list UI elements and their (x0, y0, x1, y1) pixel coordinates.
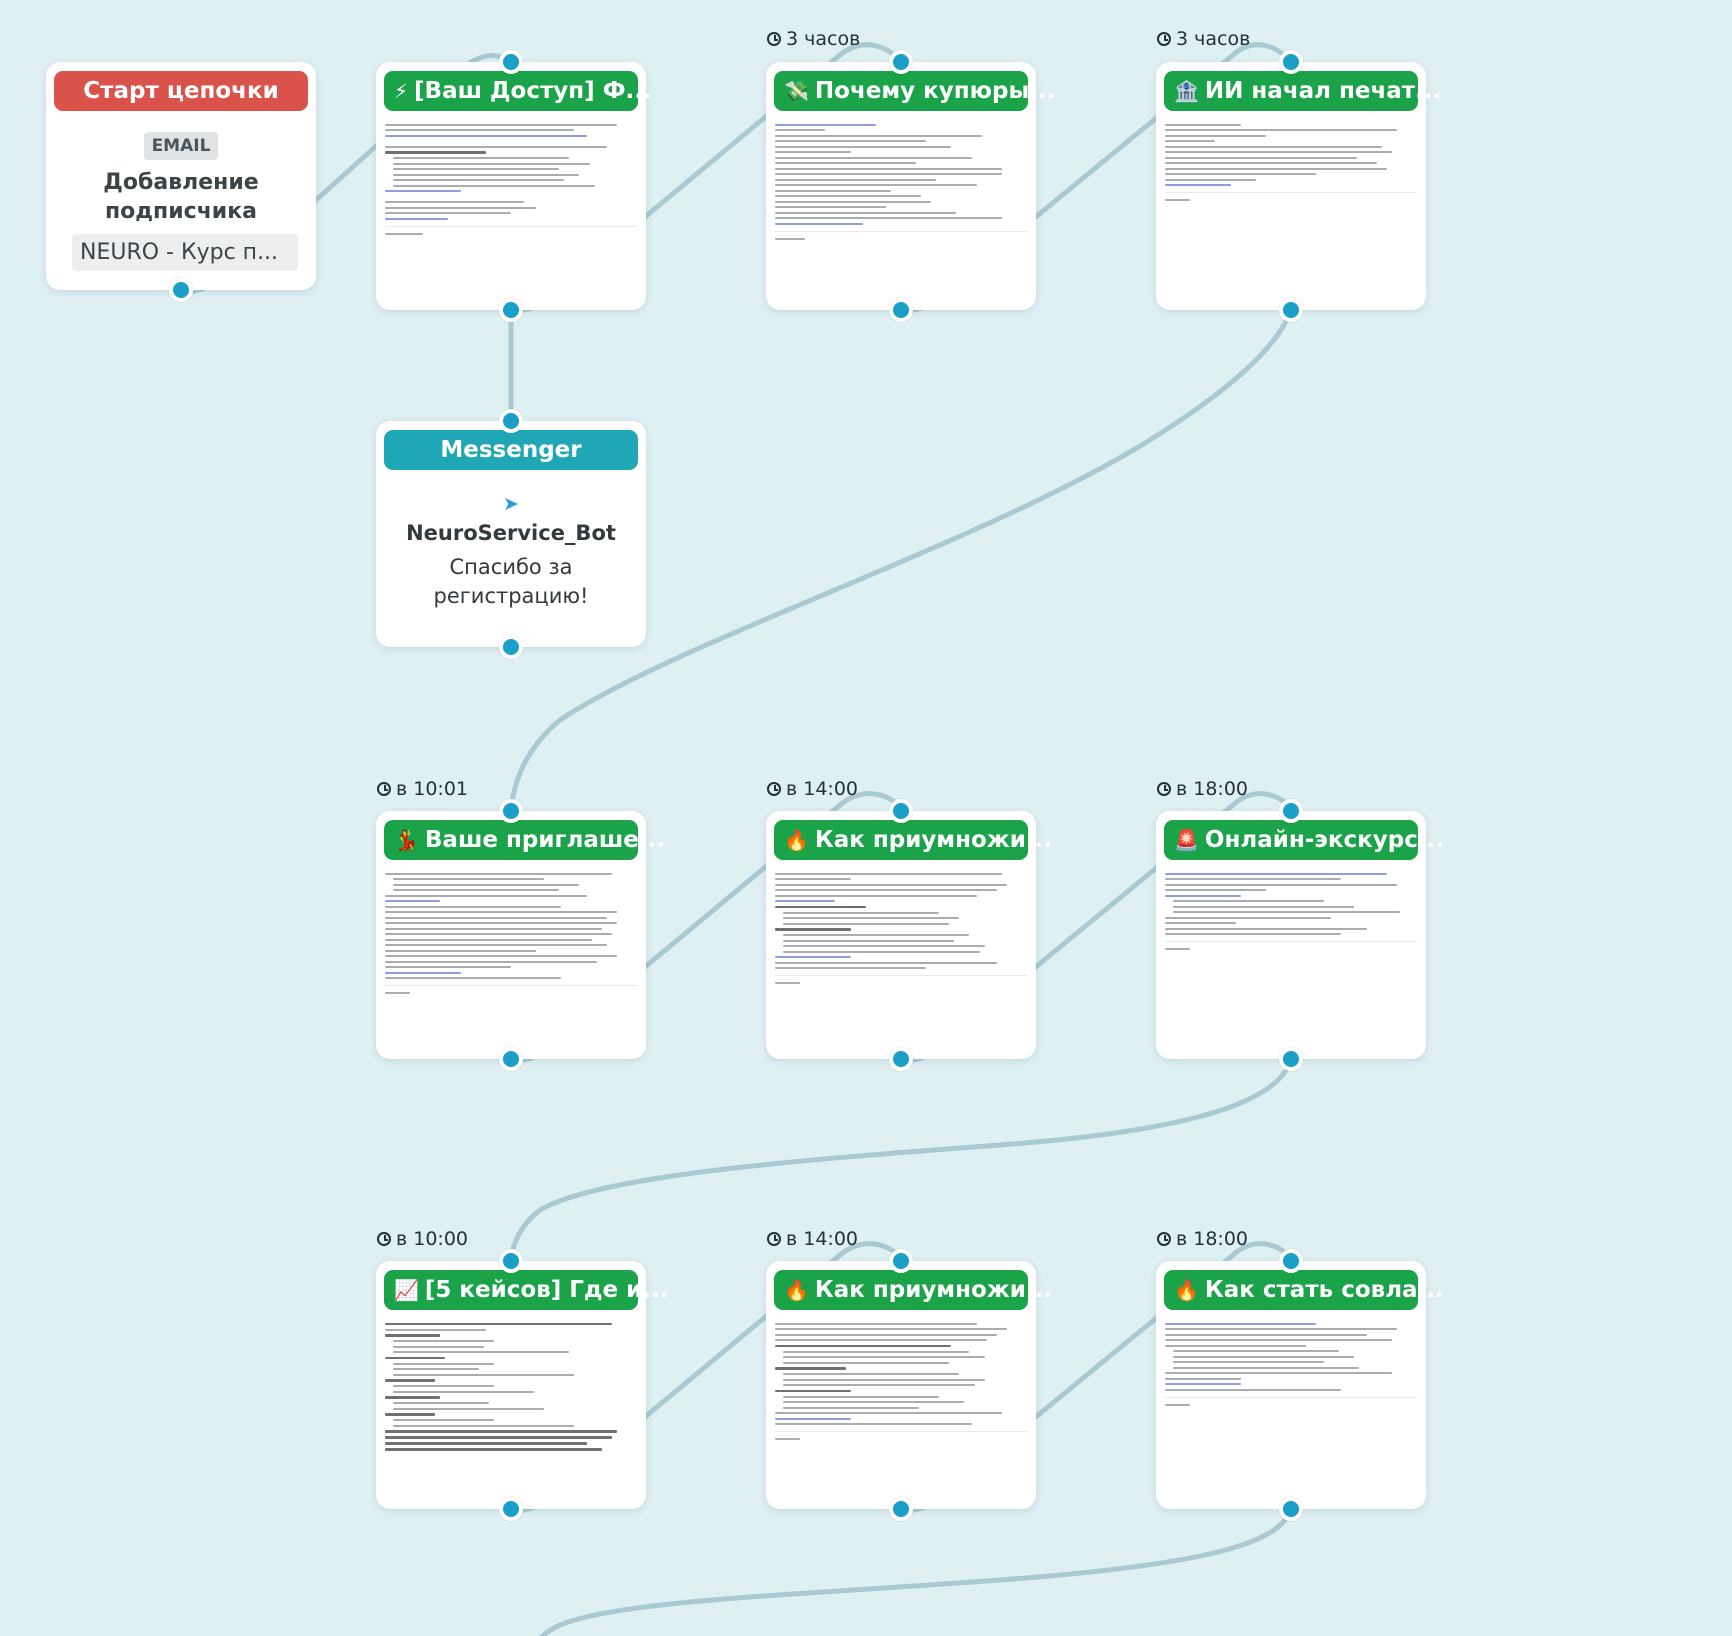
email-node-e7[interactable]: 📈 [5 кейсов] Где и... (376, 1249, 668, 1521)
email-node-header: 🔥 Как приумножи... (774, 820, 1052, 860)
start-node-header-label: Старт цепочки (83, 78, 279, 104)
input-port[interactable] (889, 50, 913, 74)
delay-label: в 18:00 (1157, 778, 1248, 800)
delay-label: в 10:00 (377, 1228, 468, 1250)
email-node-title: [5 кейсов] Где и... (424, 1277, 669, 1303)
email-preview (385, 869, 637, 1045)
email-node-header: 📈 [5 кейсов] Где и... (384, 1270, 668, 1310)
subscriber-list-chip[interactable]: NEURO - Курс п... (72, 234, 298, 271)
clock-icon (767, 1232, 781, 1246)
email-preview (385, 1319, 637, 1495)
email-preview (775, 120, 1027, 296)
email-node-e3[interactable]: 🏦 ИИ начал печат... (1156, 50, 1441, 322)
clock-icon (377, 782, 391, 796)
email-preview (775, 1319, 1027, 1495)
email-node-header: 🔥 Как стать совла... (1164, 1270, 1444, 1310)
money-icon: 💸 (784, 79, 809, 103)
message-text: Спасибо за регистрацию! (433, 555, 589, 608)
email-node-title: Почему купюры... (814, 78, 1056, 104)
input-port[interactable] (499, 1249, 523, 1273)
email-node-title: ИИ начал печат... (1204, 78, 1442, 104)
email-node-header: 🔥 Как приумножи... (774, 1270, 1052, 1310)
bank-icon: 🏦 (1174, 79, 1199, 103)
delay-label: в 10:01 (377, 778, 468, 800)
input-port[interactable] (499, 50, 523, 74)
email-node-title: Как приумножи... (814, 1277, 1053, 1303)
chart-up-icon: 📈 (394, 1278, 419, 1302)
connection-e9-to-next (539, 1506, 1294, 1636)
delay-label: в 14:00 (767, 1228, 858, 1250)
start-node-header: Старт цепочки (54, 71, 308, 111)
email-node-e8[interactable]: 🔥 Как приумножи... (766, 1249, 1052, 1521)
lightning-icon: ⚡ (394, 79, 409, 103)
output-port[interactable] (889, 298, 913, 322)
email-node-title: [Ваш Доступ] Ф... (414, 78, 652, 104)
delay-label: в 14:00 (767, 778, 858, 800)
email-node-header: 🏦 ИИ начал печат... (1164, 71, 1441, 111)
output-port[interactable] (889, 1497, 913, 1521)
email-node-title: Ваше приглаше... (424, 827, 666, 853)
delay-label: 3 часов (767, 28, 860, 50)
input-port[interactable] (1279, 799, 1303, 823)
channel-badge: EMAIL (143, 132, 219, 160)
email-node-e9[interactable]: 🔥 Как стать совла... (1156, 1249, 1444, 1521)
email-preview (1165, 120, 1417, 296)
email-node-title: Как приумножи... (814, 827, 1053, 853)
email-node-e4[interactable]: 💃 Ваше приглаше... (376, 799, 665, 1071)
email-preview (775, 869, 1027, 1045)
output-port[interactable] (1279, 1047, 1303, 1071)
clock-icon (767, 32, 781, 46)
start-node[interactable]: Старт цепочки EMAIL Добавление подписчик… (46, 62, 316, 302)
messenger-node[interactable]: Messenger ➤ NeuroService_Bot Спасибо за … (376, 409, 646, 659)
email-node-title: Как стать совла... (1204, 1277, 1444, 1303)
clock-icon (767, 782, 781, 796)
email-node-e6[interactable]: 🚨 Онлайн-экскурс... (1156, 799, 1444, 1071)
email-node-header: 🚨 Онлайн-экскурс... (1164, 820, 1444, 860)
output-port[interactable] (499, 1497, 523, 1521)
email-node-e2[interactable]: 💸 Почему купюры... (766, 50, 1055, 322)
siren-icon: 🚨 (1174, 828, 1199, 852)
email-node-e5[interactable]: 🔥 Как приумножи... (766, 799, 1052, 1071)
clock-icon (1157, 32, 1171, 46)
input-port[interactable] (889, 1249, 913, 1273)
output-port[interactable] (1279, 1497, 1303, 1521)
telegram-icon: ➤ (503, 493, 519, 515)
input-port[interactable] (499, 409, 523, 433)
output-port[interactable] (1279, 298, 1303, 322)
email-node-header: 💸 Почему купюры... (774, 71, 1055, 111)
clock-icon (1157, 1232, 1171, 1246)
messenger-node-header-label: Messenger (440, 437, 582, 463)
delay-label: в 18:00 (1157, 1228, 1248, 1250)
fire-icon: 🔥 (784, 1278, 809, 1302)
email-node-header: ⚡ [Ваш Доступ] Ф... (384, 71, 652, 111)
fire-icon: 🔥 (784, 828, 809, 852)
connection-e6-to-e7 (508, 1056, 1294, 1261)
email-preview (1165, 869, 1417, 1045)
email-node-title: Онлайн-экскурс... (1204, 827, 1445, 853)
input-port[interactable] (499, 799, 523, 823)
clock-icon (377, 1232, 391, 1246)
email-preview (1165, 1319, 1417, 1495)
output-port[interactable] (499, 298, 523, 322)
fire-icon: 🔥 (1174, 1278, 1199, 1302)
output-port[interactable] (499, 635, 523, 659)
connection-e3-to-e4 (508, 306, 1294, 811)
output-port[interactable] (889, 1047, 913, 1071)
clock-icon (1157, 782, 1171, 796)
dancer-icon: 💃 (394, 828, 419, 852)
start-node-title: Добавление подписчика (103, 170, 259, 224)
input-port[interactable] (1279, 1249, 1303, 1273)
output-port[interactable] (499, 1047, 523, 1071)
messenger-node-header: Messenger (384, 430, 638, 470)
email-node-header: 💃 Ваше приглаше... (384, 820, 665, 860)
input-port[interactable] (1279, 50, 1303, 74)
delay-label: 3 часов (1157, 28, 1250, 50)
email-node-e1[interactable]: ⚡ [Ваш Доступ] Ф... (376, 50, 652, 322)
input-port[interactable] (889, 799, 913, 823)
email-preview (385, 120, 637, 296)
output-port[interactable] (169, 278, 193, 302)
bot-name: NeuroService_Bot (406, 521, 616, 545)
